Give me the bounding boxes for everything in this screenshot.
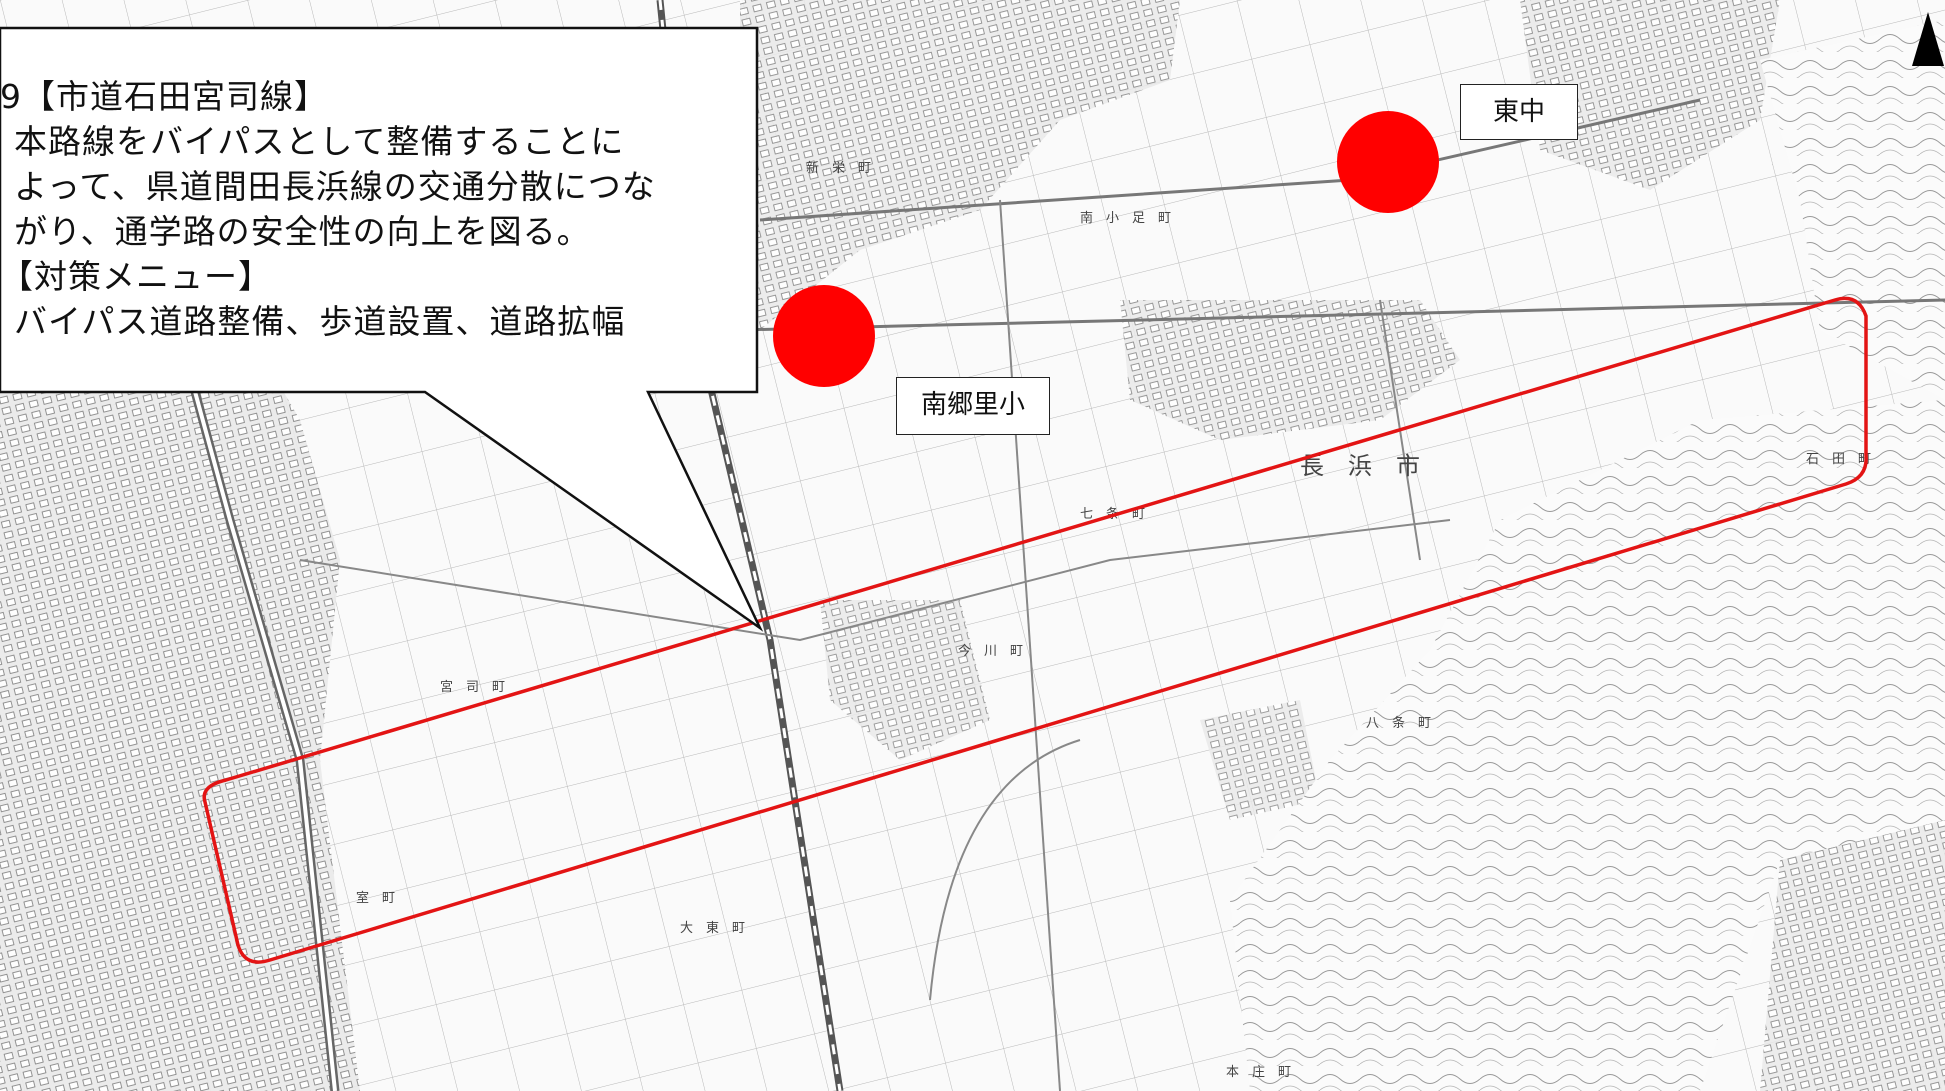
town-name-imagawa: 今 川 町: [958, 643, 1023, 659]
town-name-miyashi: 宮 司 町: [440, 679, 505, 695]
callout-title: 9【市道石田宮司線】: [0, 77, 328, 116]
urban-area-north: [740, 0, 1180, 330]
urban-area-west: [0, 300, 360, 1091]
town-name-muro: 室 町: [356, 890, 395, 906]
urban-area-southeast: [1760, 820, 1945, 1091]
callout-text: 9【市道石田宮司線】 本路線をバイパスとして整備することに よって、県道間田長浜…: [0, 74, 740, 344]
urban-area-central: [1120, 300, 1460, 440]
town-name-honjo: 本 庄 町: [1226, 1064, 1291, 1080]
callout-menu-heading: 【対策メニュー】: [0, 257, 272, 296]
school-marker-south: [773, 285, 875, 387]
callout-line-2: よって、県道間田長浜線の交通分散につな: [14, 167, 656, 206]
expressway-inner: [168, 299, 337, 1091]
road-diagonal: [299, 519, 1451, 642]
city-name-nagahama: 長 浜 市: [1300, 452, 1420, 480]
town-name-daito: 大 東 町: [680, 920, 745, 936]
school-marker-east: [1337, 111, 1439, 213]
road-vertical-1: [999, 199, 1061, 1091]
town-name-shinei: 新 栄 町: [806, 160, 871, 176]
urban-area-northeast: [1520, 0, 1780, 190]
town-name-ishida: 石 田 町: [1806, 452, 1871, 467]
label-minami-gori-elementary: 南郷里小: [896, 377, 1050, 435]
hill-area: [1230, 400, 1945, 1091]
urban-area-village: [820, 600, 990, 760]
urban-area-hamlet: [1200, 700, 1320, 820]
callout-line-3: がり、通学路の安全性の向上を図る。: [14, 212, 591, 251]
road-curve: [929, 739, 1081, 1001]
hill-area-east: [1760, 20, 1945, 400]
callout-box: [0, 26, 764, 632]
label-east-junior-high: 東中: [1460, 84, 1578, 140]
callout-menu-items: バイパス道路整備、歩道設置、道路拡幅: [14, 302, 626, 341]
road-north: [739, 298, 1945, 332]
north-arrow-icon: [1912, 12, 1944, 66]
callout-line-1: 本路線をバイパスとして整備することに: [14, 122, 625, 161]
route-highlight: [202, 296, 1868, 964]
town-name-hachijo: 八 条 町: [1366, 715, 1431, 731]
town-name-minamikoashi: 南 小 足 町: [1080, 210, 1171, 226]
